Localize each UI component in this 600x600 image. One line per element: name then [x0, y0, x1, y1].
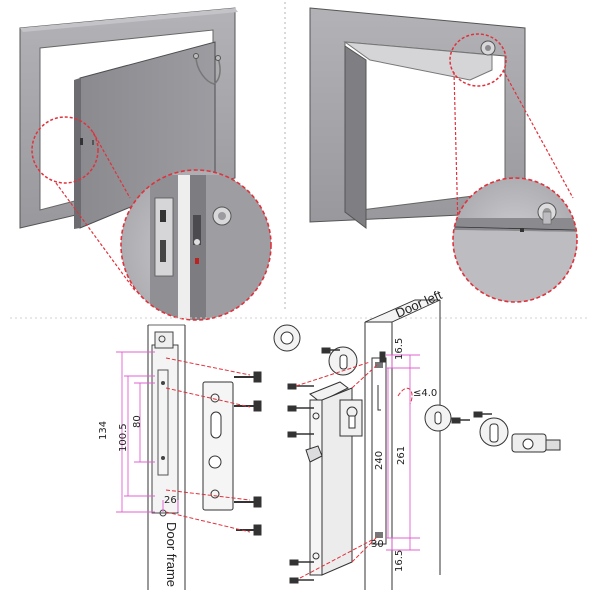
callout-ring-small-right — [449, 33, 507, 87]
label-door-left: Door left — [393, 287, 444, 321]
dim-240: 240 — [374, 451, 385, 470]
callout-leader-left-2 — [92, 131, 131, 199]
dim-26: 26 — [164, 495, 177, 506]
dim-cylinder-center: ≤4.0 — [413, 388, 437, 399]
door-perspective-left — [19, 7, 238, 229]
screw-set-right — [287, 347, 492, 584]
callout-leader-left — [55, 182, 137, 293]
euro-cylinder — [511, 433, 561, 453]
dim-100-5: 100.5 — [118, 423, 129, 452]
door-perspective-right — [309, 7, 526, 230]
zoom-detail-right — [452, 177, 578, 303]
door-lock-assembly — [273, 299, 561, 590]
dim-16-5-bottom: 16.5 — [394, 550, 405, 572]
screw-set-left — [234, 371, 262, 536]
dim-134: 134 — [98, 421, 109, 440]
callout-ring-small-left — [31, 116, 99, 184]
dim-30: 30 — [371, 539, 384, 550]
dim-261: 261 — [396, 446, 407, 465]
dim-80: 80 — [132, 415, 143, 428]
callout-leader-right-2 — [453, 71, 459, 229]
label-door-frame: Door frame — [164, 522, 179, 587]
zoom-detail-left — [120, 169, 272, 321]
frame-strike-assembly — [116, 324, 262, 590]
callout-leader-right — [502, 69, 574, 199]
dim-16-5-top: 16.5 — [394, 338, 405, 360]
